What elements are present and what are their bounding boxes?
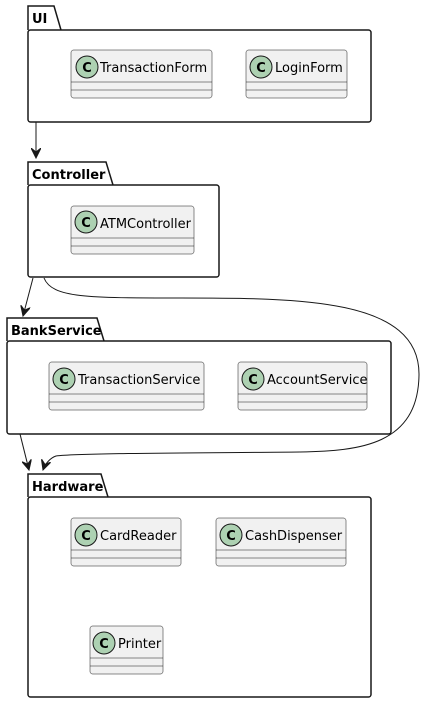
svg-text:C: C <box>82 61 92 76</box>
class-marker-icon: C <box>219 523 243 547</box>
class-transaction-service[interactable]: C TransactionService <box>48 361 205 411</box>
class-marker-icon: C <box>52 367 76 391</box>
class-account-service[interactable]: C AccountService <box>237 361 368 411</box>
dependency-edges <box>19 122 420 470</box>
dependency-controller-to-hardware <box>43 277 420 470</box>
package-controller[interactable]: Controller C ATMController <box>27 161 220 278</box>
svg-text:C: C <box>81 529 91 544</box>
package-title: BankService <box>11 324 102 339</box>
svg-text:C: C <box>59 373 69 388</box>
dependency-controller-to-bankservice <box>23 277 34 316</box>
class-name: TransactionService <box>77 373 200 388</box>
package-hardware[interactable]: Hardware C CardReader C CashDispenser <box>27 473 372 698</box>
package-title: UI <box>32 12 47 27</box>
svg-text:C: C <box>226 529 236 544</box>
class-marker-icon: C <box>92 631 116 655</box>
class-transaction-form[interactable]: C TransactionForm <box>70 49 213 99</box>
svg-text:C: C <box>256 61 266 76</box>
svg-text:C: C <box>81 216 91 231</box>
class-name: AccountService <box>267 373 368 388</box>
class-atm-controller[interactable]: C ATMController <box>70 205 195 255</box>
class-marker-icon: C <box>241 367 265 391</box>
class-name: CashDispenser <box>245 529 343 544</box>
class-marker-icon: C <box>75 55 99 79</box>
class-name: ATMController <box>100 217 192 232</box>
svg-text:C: C <box>248 373 258 388</box>
package-title: Controller <box>32 168 106 183</box>
package-ui[interactable]: UI C TransactionForm C LoginForm <box>27 5 372 123</box>
class-login-form[interactable]: C LoginForm <box>245 49 348 99</box>
class-name: LoginForm <box>275 61 343 76</box>
class-marker-icon: C <box>74 210 98 234</box>
package-title: Hardware <box>32 480 104 495</box>
class-cash-dispenser[interactable]: C CashDispenser <box>215 517 347 567</box>
class-card-reader[interactable]: C CardReader <box>70 517 182 567</box>
class-marker-icon: C <box>249 55 273 79</box>
class-printer[interactable]: C Printer <box>89 625 164 675</box>
class-name: Printer <box>118 637 162 652</box>
dependency-bankservice-to-hardware <box>19 433 29 470</box>
class-name: CardReader <box>100 529 177 544</box>
svg-text:C: C <box>99 637 109 652</box>
package-bankservice[interactable]: BankService C TransactionService C Accou… <box>6 317 392 435</box>
class-name: TransactionForm <box>99 61 207 76</box>
class-marker-icon: C <box>74 523 98 547</box>
